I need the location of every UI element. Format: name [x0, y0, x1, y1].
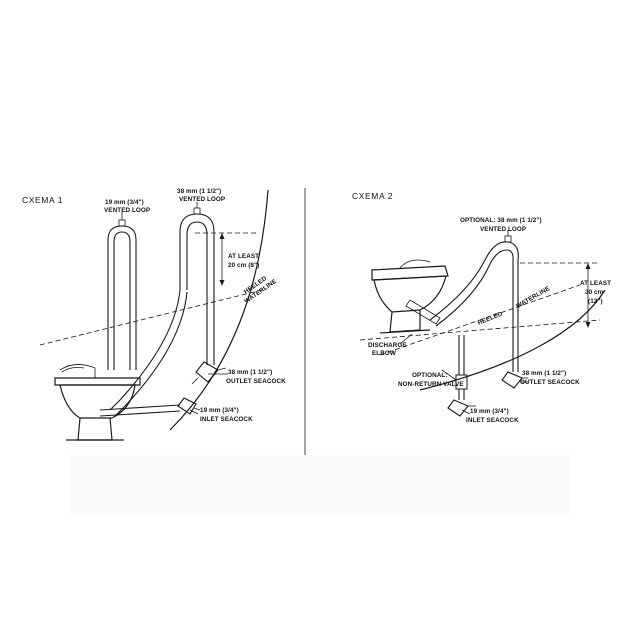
scheme-1-title: CXEMA 1: [22, 195, 63, 205]
heeled-line-2: [379, 284, 581, 356]
scheme-2: CXEMA 2: [352, 191, 611, 424]
toilet-1: [54, 364, 141, 441]
non-return-valve-2: [455, 335, 468, 400]
dimension-arrow-2: [585, 263, 591, 328]
label-optional-valve-a: OPTIONAL:: [412, 372, 448, 379]
outlet-seacock-1: [191, 361, 227, 385]
label-discharge-a: DISCHARGE: [368, 342, 407, 349]
label-atleast-2-b: 30 cm: [585, 289, 604, 296]
toilet-2: [371, 259, 449, 334]
label-heeled-2: HEELED: [477, 310, 504, 326]
vented-loop-38mm-1: [109, 207, 215, 416]
scheme-1: CXEMA 1: [22, 188, 286, 441]
label-inlet-b: INLET SEACOCK: [200, 416, 253, 423]
label-atleast-2-a: AT LEAST: [580, 280, 611, 287]
label-atleast-2-c: (12"): [588, 298, 603, 305]
optional-vented-loop-2: [429, 235, 519, 372]
waterline-2: [359, 319, 601, 341]
label-discharge-b: ELBOW: [372, 350, 396, 357]
outlet-seacock-2: [501, 371, 528, 389]
watermark: [70, 455, 570, 515]
label-vented-19mm-a: 19 mm (3/4"): [105, 199, 144, 206]
label-outlet-a: 38 mm (1 1/2"): [228, 369, 272, 376]
label-vented-38mm-b: VENTED LOOP: [179, 196, 225, 203]
label-outlet-b: OUTLET SEACOCK: [226, 378, 286, 385]
inlet-seacock-1: [99, 397, 201, 417]
label-inlet-2-b: INLET SEACOCK: [466, 417, 519, 424]
label-atleast-b: 20 cm (8"): [228, 262, 259, 269]
label-vented-38mm-a: 38 mm (1 1/2"): [177, 188, 221, 195]
label-waterline-2: WATERLINE: [515, 285, 551, 310]
label-inlet-2-a: 19 mm (3/4"): [470, 408, 509, 415]
label-optional-vent-b: VENTED LOOP: [480, 226, 526, 233]
inlet-seacock-2: [447, 399, 476, 417]
dimension-arrow-1: [219, 233, 225, 286]
label-atleast-a: AT LEAST: [228, 253, 259, 260]
label-outlet-2-a: 38 mm (1 1/2"): [522, 370, 566, 377]
heeled-waterline-1: [39, 289, 263, 346]
hull-outline-2: [419, 289, 606, 391]
hull-outline-1: [169, 189, 269, 431]
scheme-2-title: CXEMA 2: [352, 191, 393, 201]
label-vented-19mm-b: VENTED LOOP: [104, 207, 150, 214]
vented-loop-19mm-1: [107, 219, 137, 370]
label-optional-vent-a: OPTIONAL: 38 mm (1 1/2"): [460, 217, 542, 224]
label-outlet-2-b: OUTLET SEACOCK: [520, 379, 580, 386]
label-optional-valve-b: NON-RETURN VALVE: [398, 381, 464, 388]
label-inlet-a: 19 mm (3/4"): [200, 407, 239, 414]
